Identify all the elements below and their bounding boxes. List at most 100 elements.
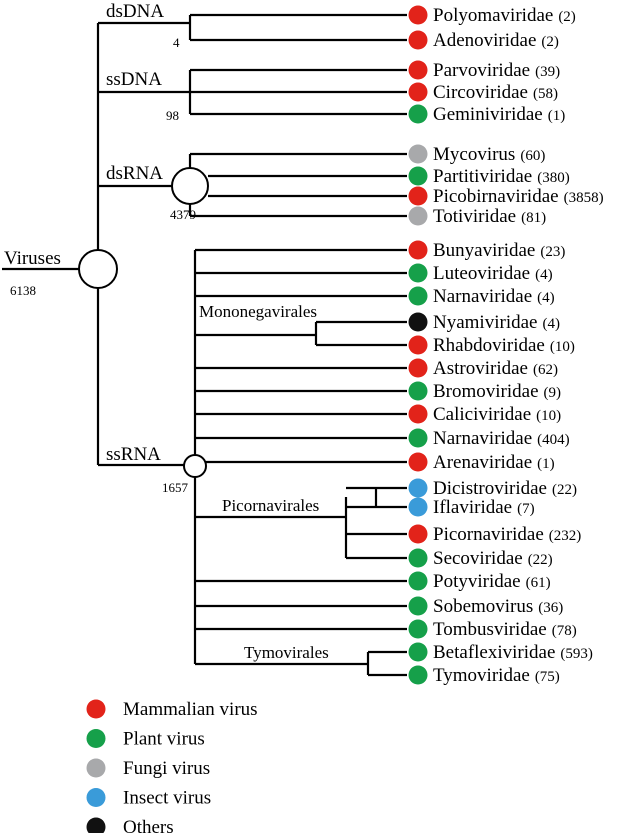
- leaf-count: (58): [533, 86, 558, 102]
- leaf-label: Arenaviridae(1): [433, 452, 555, 473]
- insect-dot-icon: [408, 497, 428, 517]
- plant-dot-icon: [408, 428, 428, 448]
- leaf-dicistroviridae-19: Dicistroviridae(22): [408, 478, 577, 499]
- picornavirales-label: Picornavirales: [222, 496, 319, 515]
- legend-label: Fungi virus: [123, 758, 210, 779]
- plant-dot-icon: [408, 286, 428, 306]
- leaf-label: Tombusviridae(78): [433, 619, 577, 640]
- leaf-count: (593): [560, 646, 593, 662]
- leaf-partitiviridae-6: Partitiviridae (380): [408, 166, 570, 187]
- leaf-narnaviridae-17: Narnaviridae (404): [408, 428, 570, 449]
- leaf-label: Picobirnaviridae(3858): [433, 186, 604, 207]
- dsrna-count: 4379: [170, 207, 196, 222]
- leaf-label: Rhabdoviridae (10): [433, 335, 575, 356]
- leaf-label: Bromoviridae (9): [433, 381, 561, 402]
- ssrna-count: 1657: [162, 480, 189, 495]
- leaf-name: Picornaviridae: [433, 524, 544, 545]
- ssrna-label: ssRNA: [106, 444, 161, 465]
- leaf-name: Bunyaviridae: [433, 240, 535, 261]
- leaf-count: (75): [535, 669, 560, 685]
- plant-dot-icon: [408, 642, 428, 662]
- leaf-bromoviridae-15: Bromoviridae (9): [408, 381, 561, 402]
- leaf-name: Narnaviridae: [433, 428, 532, 449]
- leaf-label: Bunyaviridae (23): [433, 240, 565, 261]
- leaf-secoviridae-22: Secoviridae(22): [408, 548, 553, 569]
- dsdna-label: dsDNA: [106, 1, 164, 22]
- leaf-label: Sobemovirus(36): [433, 596, 563, 617]
- leaf-parvoviridae-2: Parvoviridae(39): [408, 60, 560, 81]
- leaf-count: (10): [550, 339, 575, 355]
- leaf-list: Polyomaviridae(2)Adenoviridae(2)Parvovir…: [408, 5, 604, 686]
- mammal-dot-icon: [408, 30, 428, 50]
- plant-dot-icon: [408, 619, 428, 639]
- leaf-count: (60): [520, 148, 545, 164]
- legend-label: Others: [123, 817, 174, 833]
- legend-label: Mammalian virus: [123, 699, 258, 720]
- leaf-label: Picornaviridae(232): [433, 524, 581, 545]
- plant-dot-icon: [408, 166, 428, 186]
- mammal-dot-icon: [408, 335, 428, 355]
- legend-item-fungi: Fungi virus: [86, 758, 210, 779]
- leaf-name: Mycovirus: [433, 144, 515, 165]
- leaf-count: (7): [517, 501, 535, 517]
- legend-item-mammal: Mammalian virus: [86, 699, 258, 720]
- leaf-label: Narnaviridae(4): [433, 286, 555, 307]
- leaf-count: (36): [538, 600, 563, 616]
- plant-dot-icon: [408, 104, 428, 124]
- leaf-name: Luteoviridae: [433, 263, 530, 284]
- legend-label: Plant virus: [123, 729, 205, 750]
- leaf-count: (4): [542, 316, 560, 332]
- leaf-name: Iflaviridae: [433, 497, 512, 518]
- legend-item-other: Others: [86, 817, 174, 838]
- leaf-luteoviridae-10: Luteoviridae(4): [408, 263, 553, 284]
- plant-dot-icon: [408, 263, 428, 283]
- plant-dot-icon: [408, 548, 428, 568]
- leaf-count: (380): [537, 170, 570, 186]
- leaf-bunyaviridae-9: Bunyaviridae (23): [408, 240, 565, 261]
- leaf-label: Geminiviridae(1): [433, 104, 565, 125]
- mammal-dot-icon: [408, 240, 428, 260]
- leaf-name: Picobirnaviridae: [433, 186, 559, 207]
- leaf-name: Rhabdoviridae: [433, 335, 545, 356]
- mammal-dot-icon: [408, 60, 428, 80]
- root-node: [78, 249, 118, 289]
- leaf-name: Bromoviridae: [433, 381, 539, 402]
- leaf-label: Partitiviridae (380): [433, 166, 570, 187]
- leaf-label: Dicistroviridae(22): [433, 478, 577, 499]
- insect-swatch-icon: [86, 788, 106, 807]
- leaf-mycovirus-5: Mycovirus (60): [408, 144, 545, 165]
- root-count: 6138: [10, 283, 36, 298]
- leaf-tombusviridae-25: Tombusviridae(78): [408, 619, 577, 640]
- leaf-label: Mycovirus (60): [433, 144, 545, 165]
- plant-dot-icon: [408, 596, 428, 616]
- leaf-name: Nyamiviridae: [433, 312, 537, 333]
- mammal-dot-icon: [408, 358, 428, 378]
- leaf-count: (9): [544, 385, 562, 401]
- other-dot-icon: [408, 312, 428, 332]
- leaf-totiviridae-8: Totiviridae(81): [408, 206, 546, 227]
- leaf-sobemovirus-24: Sobemovirus(36): [408, 596, 563, 617]
- plant-dot-icon: [408, 571, 428, 591]
- leaf-potyviridae-23: Potyviridae(61): [408, 571, 551, 592]
- leaf-name: Tymoviridae: [433, 665, 530, 686]
- leaf-name: Potyviridae: [433, 571, 521, 592]
- leaf-label: Secoviridae(22): [433, 548, 553, 569]
- leaf-count: (22): [552, 482, 577, 498]
- leaf-count: (404): [537, 432, 570, 448]
- mammal-dot-icon: [408, 5, 428, 25]
- leaf-count: (22): [528, 552, 553, 568]
- ssdna-label: ssDNA: [106, 69, 162, 90]
- leaf-label: Polyomaviridae(2): [433, 5, 576, 26]
- leaf-count: (23): [540, 244, 565, 260]
- leaf-astroviridae-14: Astroviridae(62): [408, 358, 558, 379]
- leaf-label: Tymoviridae (75): [433, 665, 560, 686]
- leaf-name: Circoviridae: [433, 82, 528, 103]
- leaf-label: Totiviridae(81): [433, 206, 546, 227]
- leaf-name: Polyomaviridae: [433, 5, 553, 26]
- insect-dot-icon: [408, 478, 428, 498]
- leaf-name: Narnaviridae: [433, 286, 532, 307]
- leaf-name: Partitiviridae: [433, 166, 532, 187]
- leaf-count: (2): [541, 34, 559, 50]
